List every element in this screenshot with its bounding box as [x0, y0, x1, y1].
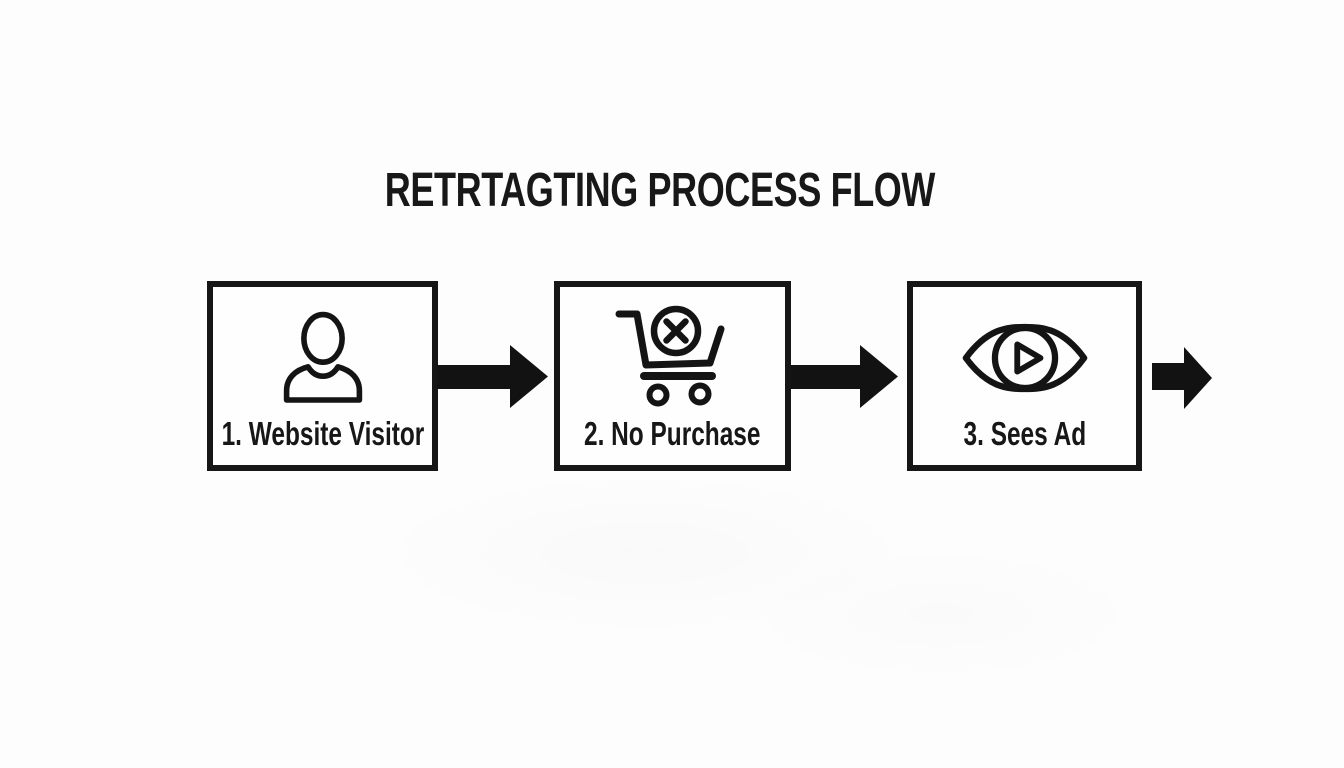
person-icon: [283, 311, 362, 403]
arrow-step1-to-step2: [437, 345, 549, 408]
flow-step-no-purchase: 2. No Purchase: [554, 281, 791, 471]
step3-icon-area: [913, 287, 1136, 416]
flow-step-website-visitor: 1. Website Visitor: [207, 281, 438, 471]
eye-play-icon: [962, 323, 1087, 392]
page-title-text: RETRTAGTING PROCESS FLOW: [384, 164, 936, 217]
step1-label: 1. Website Visitor: [221, 415, 424, 452]
arrow-step3-onward: [1152, 347, 1212, 409]
step3-label: 3. Sees Ad: [963, 415, 1086, 452]
step2-label: 2. No Purchase: [584, 415, 761, 452]
arrow-step2-to-step3: [791, 345, 899, 408]
step1-icon-area: [213, 287, 432, 416]
cart-cancel-icon: [615, 305, 724, 407]
flow-step-sees-ad: 3. Sees Ad: [907, 281, 1142, 471]
page-title: RETRTAGTING PROCESS FLOW: [0, 166, 1332, 216]
step2-icon-area: [560, 287, 785, 416]
